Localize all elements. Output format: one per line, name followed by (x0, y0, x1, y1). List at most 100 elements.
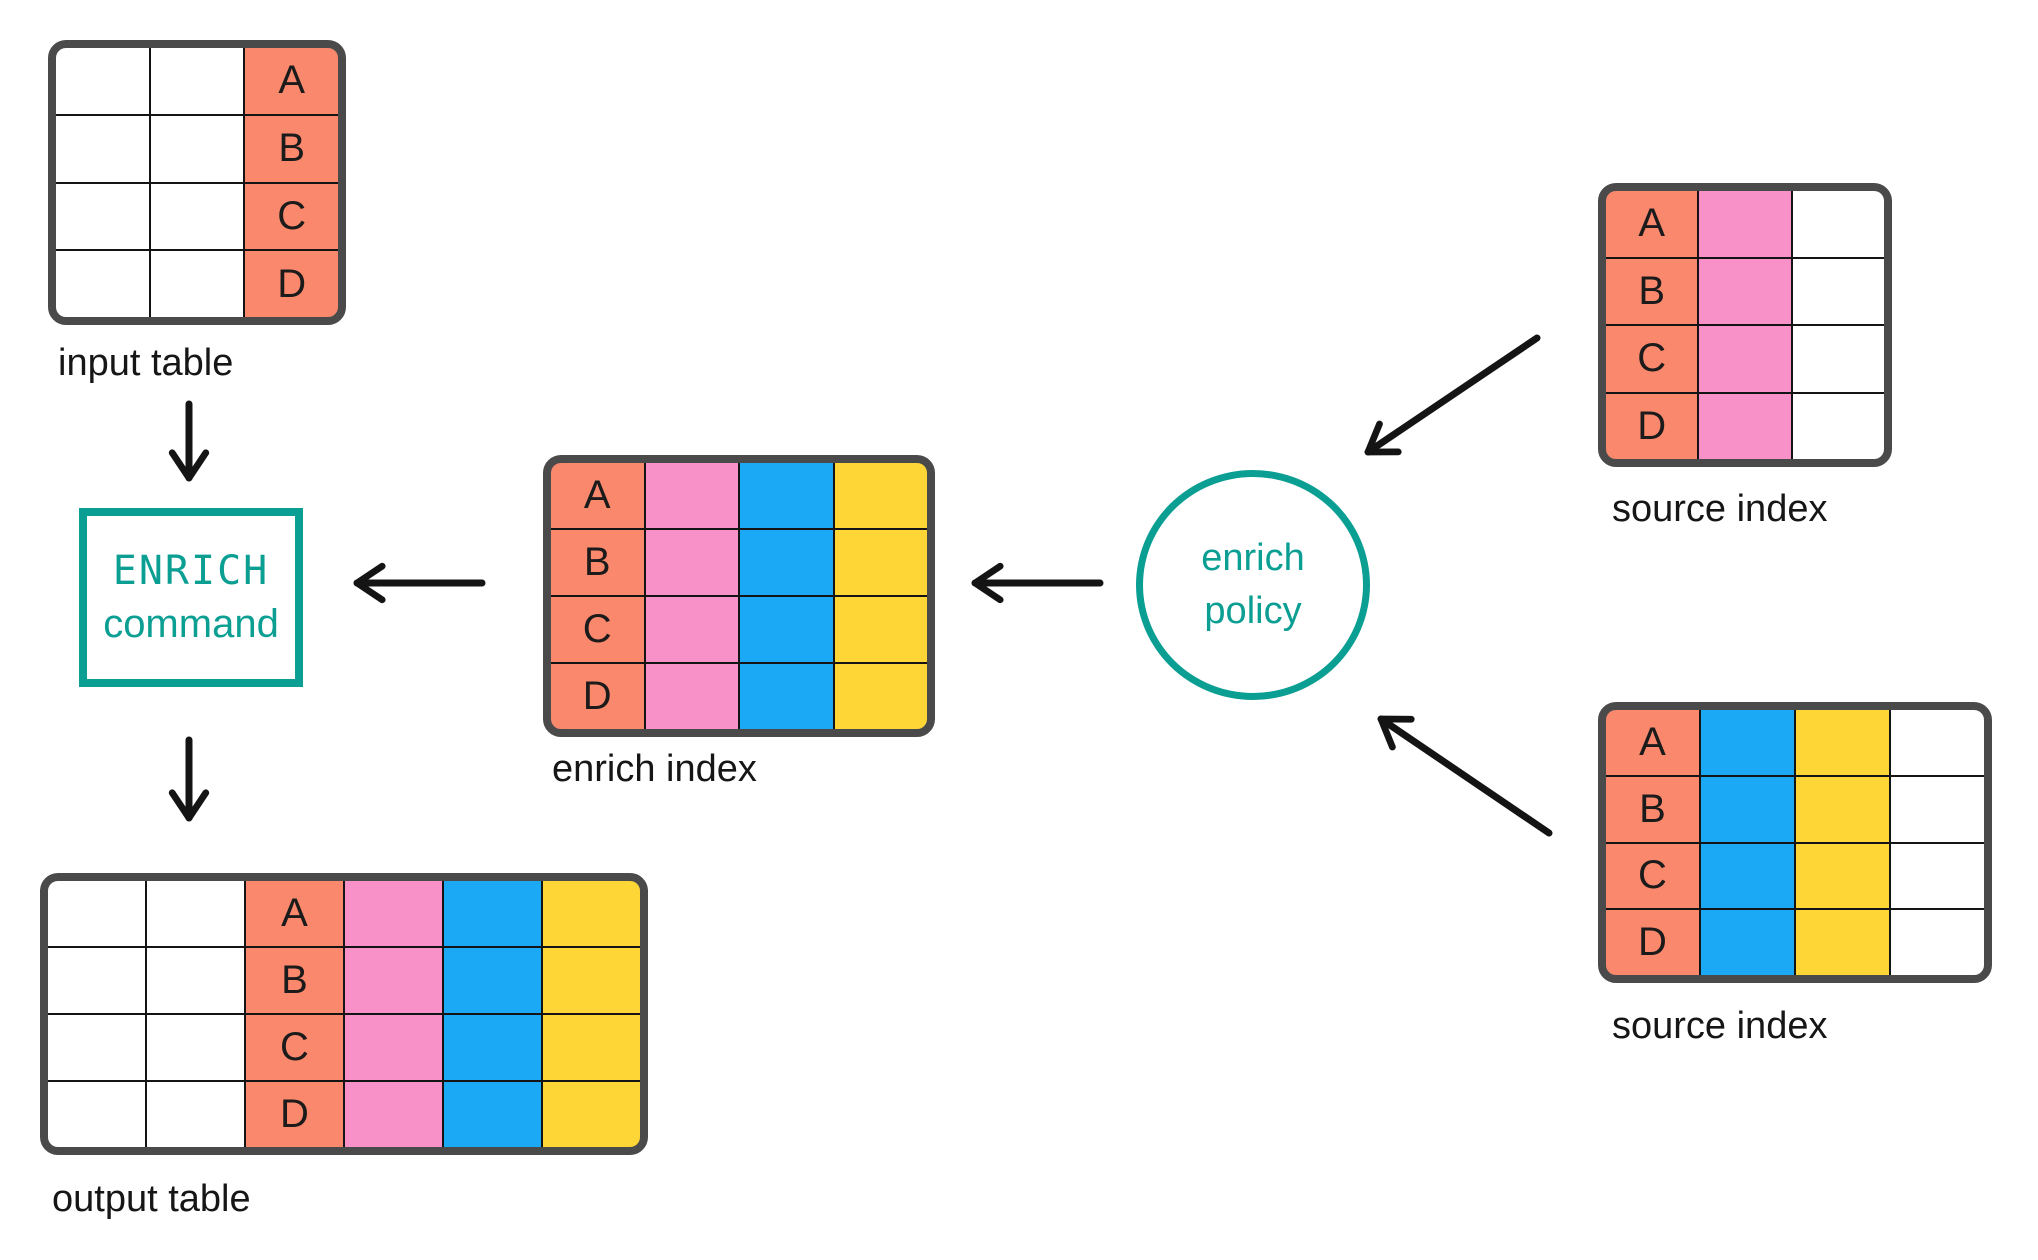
table-cell (147, 948, 244, 1013)
table-cell (645, 463, 738, 528)
input-table-label: input table (58, 342, 234, 384)
table-cell: D (245, 251, 338, 317)
arrow-source-index-top-to-enrich-policy (1364, 334, 1541, 456)
table-cell (56, 251, 149, 317)
table-cell (1891, 776, 1984, 842)
table-cell: C (1606, 326, 1698, 392)
table-cell (56, 48, 149, 114)
table-cell (1891, 910, 1984, 975)
table-cell: B (551, 530, 644, 595)
table-cell (1701, 843, 1794, 909)
enrich-command-word: command (103, 602, 279, 646)
table-cell (1699, 191, 1791, 257)
table-cell (1891, 843, 1984, 909)
source-index-bottom-label: source index (1612, 1005, 1828, 1047)
table-cell: C (245, 183, 338, 250)
table-cell (1796, 910, 1889, 975)
table-cell: B (245, 115, 338, 182)
table-cell: D (551, 664, 644, 729)
table-cell: D (1606, 910, 1699, 975)
table-cell: A (1606, 710, 1699, 775)
table-cell (543, 1015, 640, 1080)
table-cell: C (246, 1015, 343, 1080)
table-cell (1796, 710, 1889, 775)
table-cell (834, 530, 927, 595)
table-cell: B (1606, 258, 1698, 324)
enrich-policy-word2: policy (1204, 590, 1302, 632)
table-cell (543, 881, 640, 946)
table-cell (345, 881, 442, 946)
table-cell (1792, 191, 1884, 257)
table-cell (740, 530, 833, 595)
table-cell (147, 881, 244, 946)
enrich-command-box: ENRICH command (79, 508, 303, 687)
table-cell: B (246, 948, 343, 1013)
table-cell (147, 1082, 244, 1147)
output-table-label: output table (52, 1178, 251, 1220)
table-cell (740, 463, 833, 528)
source-index-top-label: source index (1612, 488, 1828, 530)
table-cell (1701, 776, 1794, 842)
table-cell (56, 183, 149, 250)
table-cell (543, 1082, 640, 1147)
table-cell (48, 1082, 145, 1147)
table-cell: A (245, 48, 338, 114)
table-cell (834, 463, 927, 528)
table-cell (48, 881, 145, 946)
enrich-policy-word1: enrich (1201, 536, 1305, 579)
table-cell (56, 115, 149, 182)
table-cell (645, 530, 738, 595)
table-cell (48, 1015, 145, 1080)
table-cell (834, 597, 927, 662)
table-cell (147, 1015, 244, 1080)
table-cell: D (246, 1082, 343, 1147)
table-cell: D (1606, 393, 1698, 459)
table-cell (444, 1082, 541, 1147)
table-cell (48, 948, 145, 1013)
table-cell (645, 597, 738, 662)
table-cell: B (1606, 776, 1699, 842)
table-cell (444, 1015, 541, 1080)
table-cell (1792, 326, 1884, 392)
table-cell (444, 948, 541, 1013)
table-cell (1796, 776, 1889, 842)
table-cell (444, 881, 541, 946)
enrich-command-keyword: ENRICH (112, 548, 270, 594)
table-cell (1699, 393, 1791, 459)
table-cell (150, 115, 244, 182)
arrow-source-index-bottom-to-enrich-policy (1377, 715, 1553, 837)
enrich-policy-circle: enrich policy (1136, 470, 1370, 700)
table-cell (834, 664, 927, 729)
table-cell (543, 948, 640, 1013)
table-cell (345, 1082, 442, 1147)
table-cell (1701, 710, 1794, 775)
table-cell (740, 597, 833, 662)
table-cell (150, 48, 244, 114)
table-cell (150, 183, 244, 250)
table-cell (345, 948, 442, 1013)
table-cell: A (246, 881, 343, 946)
table-cell (1699, 326, 1791, 392)
table-cell: A (1606, 191, 1698, 257)
table-cell (1792, 258, 1884, 324)
table-cell: C (551, 597, 644, 662)
table-cell (1796, 843, 1889, 909)
table-cell (740, 664, 833, 729)
table-cell (150, 251, 244, 317)
table-cell (1792, 393, 1884, 459)
table-cell (1701, 910, 1794, 975)
table-cell (1699, 258, 1791, 324)
table-cell: A (551, 463, 644, 528)
table-cell (1891, 710, 1984, 775)
